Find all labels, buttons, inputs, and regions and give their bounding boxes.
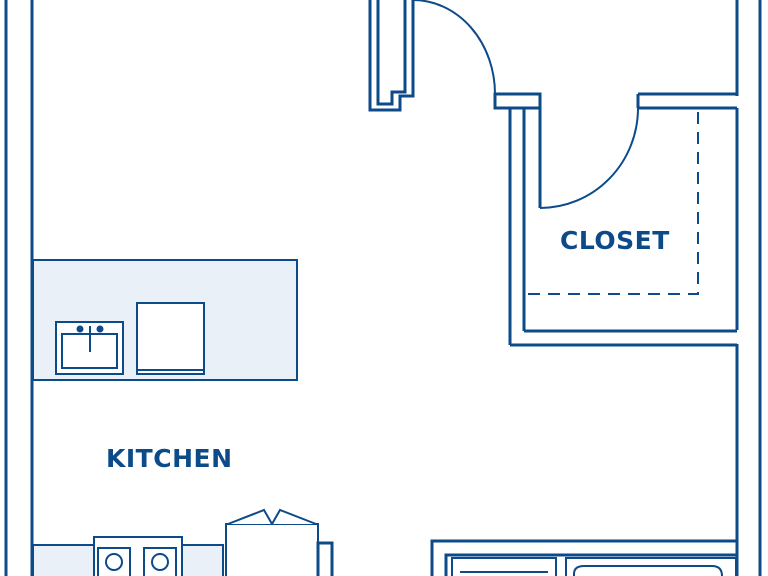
- range-icon: [93, 536, 183, 576]
- room-label-closet: CLOSET: [560, 226, 670, 255]
- wall-stub: [316, 541, 334, 576]
- sink-icon: [55, 321, 124, 375]
- entry-wall-stub: [368, 0, 415, 112]
- entry-door: [412, 0, 496, 95]
- bathroom-walls: [430, 539, 737, 576]
- room-label-kitchen: KITCHEN: [106, 444, 233, 473]
- outer-wall-right: [735, 0, 762, 576]
- outer-wall-left: [4, 0, 34, 576]
- upper-partition-wall: [493, 92, 737, 110]
- closet-shelf: [528, 112, 699, 295]
- dishwasher-icon: [136, 302, 205, 375]
- closet-door: [539, 107, 639, 209]
- bath-vanity-icon: [451, 557, 557, 576]
- bathtub-icon: [565, 557, 737, 576]
- refrigerator-icon: [225, 508, 319, 576]
